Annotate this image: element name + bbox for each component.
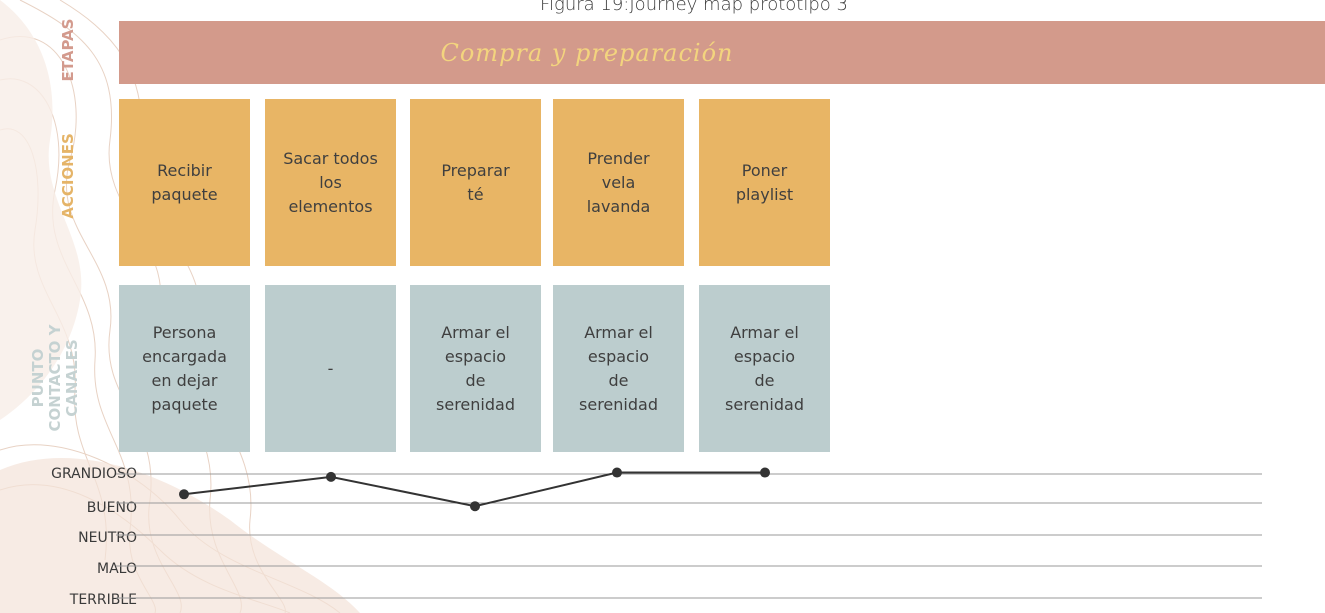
emotion-label-neutro: NEUTRO — [78, 530, 137, 546]
row-label-punto-contacto: PUNTO CONTACTO Y CANALES — [29, 324, 81, 432]
stage-bar: Compra y preparación — [119, 21, 1325, 84]
figure-title: Figura 19:Journey map prototipo 3 — [540, 0, 848, 15]
emotion-label-grandioso: GRANDIOSO — [51, 466, 137, 482]
row-label-etapas: ETAPAS — [59, 18, 77, 82]
emotion-point-4 — [612, 467, 622, 478]
stage-title: Compra y preparación — [440, 38, 734, 67]
emotion-label-malo: MALO — [97, 561, 137, 577]
touchpoint-card-3: Armar el espacio de serenidad — [410, 285, 541, 452]
touchpoint-card-4: Armar el espacio de serenidad — [553, 285, 684, 452]
emotion-label-bueno: BUENO — [86, 500, 137, 516]
touchpoint-card-5: Armar el espacio de serenidad — [699, 285, 830, 452]
touchpoint-card-1: Persona encargada en dejar paquete — [119, 285, 250, 452]
touchpoint-card-2: - — [265, 285, 396, 452]
action-card-2: Sacar todos los elementos — [265, 99, 396, 266]
action-card-4: Prender vela lavanda — [553, 99, 684, 266]
action-card-5: Poner playlist — [699, 99, 830, 266]
action-card-3: Preparar té — [410, 99, 541, 266]
action-card-1: Recibir paquete — [119, 99, 250, 266]
row-label-acciones: ACCIONES — [59, 133, 77, 219]
emotion-point-3 — [470, 501, 480, 512]
emotion-label-terrible: TERRIBLE — [69, 592, 137, 608]
emotion-point-5 — [760, 467, 770, 478]
topographic-background — [0, 0, 360, 613]
